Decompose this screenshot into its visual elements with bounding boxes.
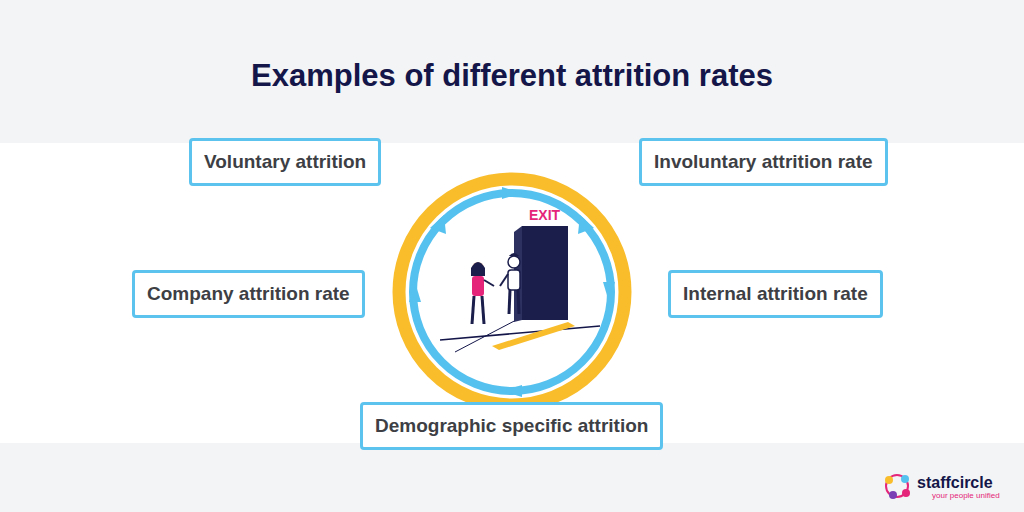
rate-box: Voluntary attrition: [189, 138, 381, 186]
box-label: Company attrition rate: [147, 283, 350, 305]
box-label: Involuntary attrition rate: [654, 151, 873, 173]
logo-tagline: your people unified: [932, 492, 1000, 501]
rate-box: Internal attrition rate: [668, 270, 883, 318]
logo-wordmark: staffcircle: [917, 474, 993, 492]
footer-band: [0, 443, 1024, 512]
exit-sign-text: EXIT: [529, 208, 560, 223]
rate-box: Company attrition rate: [132, 270, 365, 318]
box-label: Internal attrition rate: [683, 283, 868, 305]
box-label: Voluntary attrition: [204, 151, 366, 173]
rate-box: Demographic specific attrition: [360, 402, 663, 450]
box-label: Demographic specific attrition: [375, 415, 648, 437]
diagram-title: Examples of different attrition rates: [0, 58, 1024, 94]
rate-box: Involuntary attrition rate: [639, 138, 888, 186]
